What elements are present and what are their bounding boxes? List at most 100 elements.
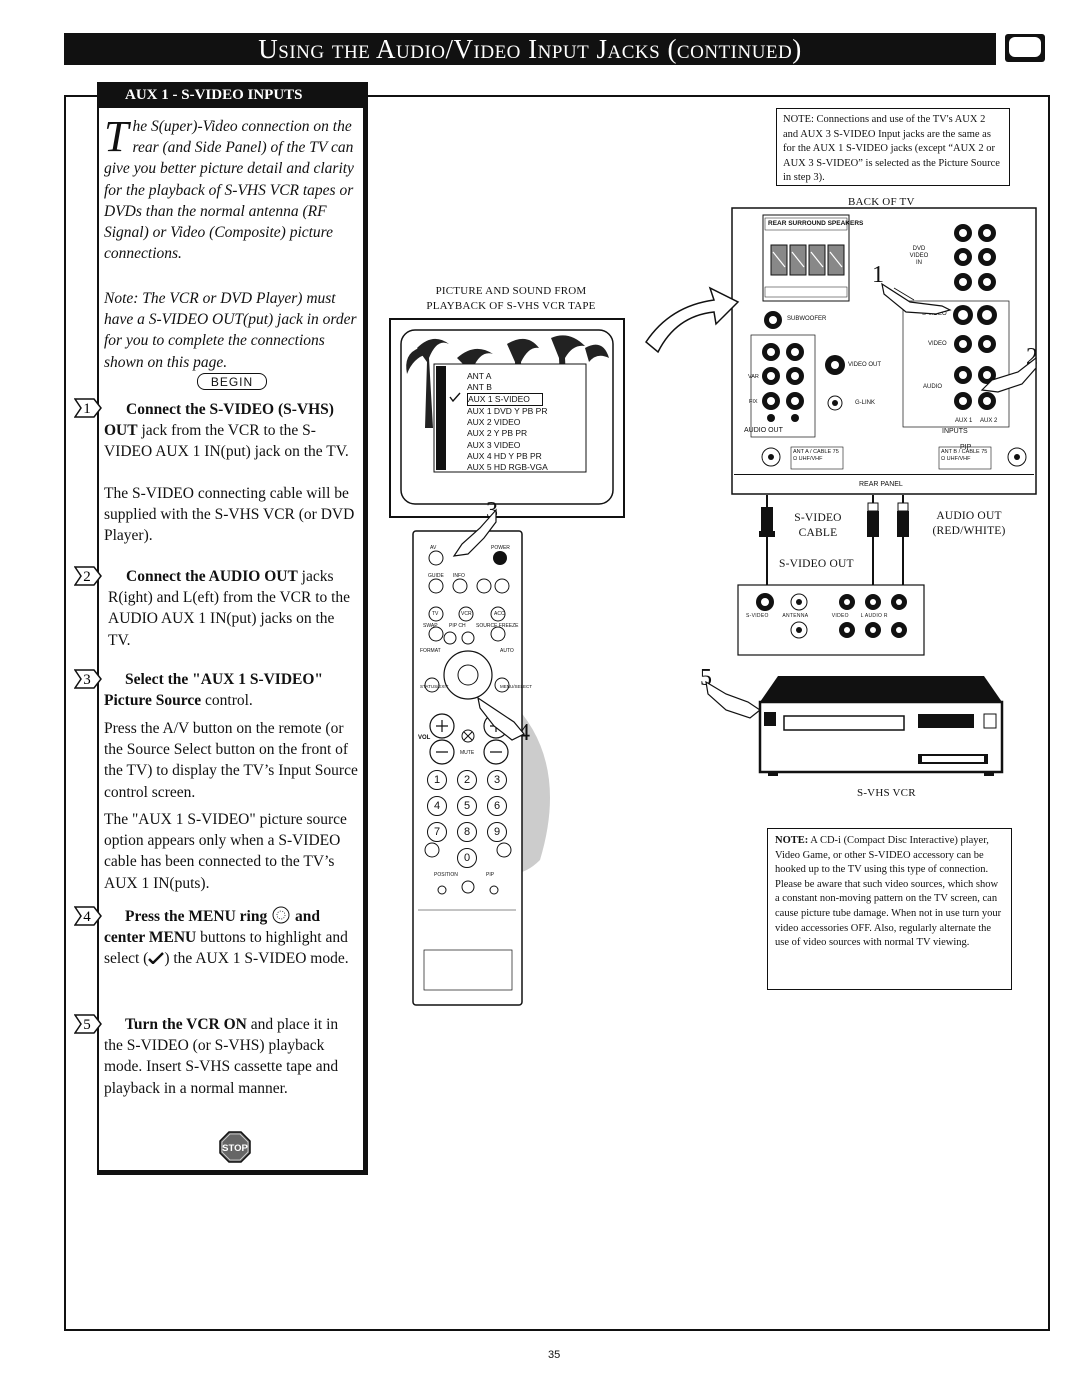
step-2-text: jacks R(ight) and L(eft) from the VCR to… [108,568,351,649]
pip-text: PIP [960,444,972,451]
ant-a-label: ANT A / CABLE 75 Ω UHF/VHF [793,449,843,463]
key-3: 3 [487,770,507,790]
step-4-text: buttons to highlight and select ( [104,929,348,968]
key-8: 8 [457,822,477,842]
callout-1-text: 1 [872,262,884,288]
video-out-text: VIDEO OUT [848,362,882,368]
source-menu-item: AUX 4 HD Y PB PR [467,450,542,461]
vcr-back-panel [737,584,925,656]
remote-vcr-label: VCR [461,611,472,617]
step-5: Turn the VCR ON and place it in the S-VI… [104,1014,360,1099]
var-label: VAR [748,374,759,380]
step-1-number: 1 [83,401,91,417]
page-number: 35 [548,1349,560,1361]
glink-label: G-LINK [855,400,875,406]
remote-guide-label: GUIDE [428,573,444,579]
step-3-text: control. [201,692,253,710]
step-5-bold: Turn the VCR ON [125,1016,247,1033]
instructions-panel [97,82,368,1175]
stop-sign-icon: STOP [219,1131,251,1163]
video-out-label: VIDEO OUT [848,362,881,368]
remote-menu-label: MENU/SELECT [500,684,532,689]
svhs-vcr-caption: S-VHS VCR [857,787,916,799]
step-4-bold2: and center MENU [104,908,320,947]
page-number-text: 35 [548,1349,561,1361]
intro-text: he S(uper)-Video connection on the rear … [104,118,354,263]
glink-text: G-LINK [855,400,876,406]
remote-tv-text: TV [432,611,439,617]
source-menu-item: AUX 1 DVD Y PB PR [467,406,548,417]
remote-status-label: STATUS/EXIT [420,684,448,689]
remote-auto-text: AUTO [500,648,514,654]
remote-control [412,530,523,1006]
note-top-text: NOTE: Connections and use of the TV's AU… [783,114,1000,184]
audio-out-tv-label: AUDIO OUT [744,427,783,434]
content-frame [64,95,1050,1331]
pointing-hand-icon [477,696,525,741]
remote-position-label: POSITION [434,872,458,878]
step-4-arrow-icon: 4 [74,906,102,926]
remote-auto-label: AUTO [500,648,514,654]
video-jack-text: VIDEO [928,341,947,347]
page-title: Using the Audio/Video Input Jacks (conti… [64,33,996,65]
step-3-extra: Press the A/V button on the remote (or t… [104,718,360,803]
remote-info-text: INFO [453,573,465,579]
rear-panel-label: REAR PANEL [859,481,903,488]
svideo-cable-label: S-VIDEO CABLE [788,511,848,541]
remote-mute-text: MUTE [460,750,475,756]
begin-badge: BEGIN [197,373,267,390]
note-bottom: NOTE: A CD-i (Compact Disc Interactive) … [767,828,1012,990]
step-1-extra: The S-VIDEO connecting cable will be sup… [104,483,358,547]
key-7: 7 [427,822,447,842]
remote-tv-label: TV [432,611,438,617]
step-2: Connect the AUDIO OUT jacks R(ight) and … [108,566,358,651]
remote-power-label: POWER [491,545,510,551]
ant-a-text: ANT A / CABLE 75 Ω UHF/VHF [793,449,839,462]
svhs-vcr [758,676,1004,776]
back-of-tv-caption: BACK OF TV [848,196,915,208]
step-4-number: 4 [83,909,91,925]
remote-acc-label: ACC [494,611,505,617]
svideo-out-text: S-VIDEO OUT [779,558,854,570]
callout-1: 1 [872,262,884,289]
step-2-bold: Connect the AUDIO OUT [126,568,298,585]
source-menu-item: AUX 2 VIDEO [467,417,521,428]
step-1-text: jack from the VCR to the S-VIDEO AUX 1 I… [104,422,349,461]
step-4: Press the MENU ring and center MENU butt… [104,906,360,970]
remote-av-text: AV [430,545,437,551]
dvd-video-in-text: DVD VIDEO IN [909,246,929,266]
step-3-bold: Select the "AUX 1 S-VIDEO" Picture Sourc… [104,671,324,710]
step-4-text2: ) the AUX 1 S-VIDEO mode. [164,950,349,968]
remote-vol-text: VOL [418,735,431,741]
step-5-number: 5 [83,1017,91,1033]
vcr-jack-labels: S-VIDEO ANTENNA VIDEO L AUDIO R [746,613,888,619]
key-9: 9 [487,822,507,842]
big-arrow-icon [645,286,740,354]
source-menu-item: ANT B [467,382,492,393]
audio-out-cable-text: AUDIO OUT (RED/WHITE) [932,510,1006,537]
vcr-video-label: VIDEO [831,613,849,619]
remote-av-label: AV [430,545,436,551]
step-2-arrow-icon: 2 [74,566,102,586]
tv-back-panel [731,207,1037,495]
aux1-label: AUX 1 [955,418,972,424]
remote-pip-label: PIP [486,872,494,878]
var-text: VAR [748,374,759,380]
remote-mute-label: MUTE [460,750,474,756]
remote-freeze-label: SOURCE FREEZE [476,623,519,629]
aux2-text: AUX 2 [980,418,998,424]
begin-label: BEGIN [210,374,254,389]
key-4: 4 [427,796,447,816]
section-heading-text: AUX 1 - S-VIDEO INPUTS [125,86,303,103]
back-of-tv-text: BACK OF TV [848,196,915,208]
step-5-arrow-icon: 5 [74,1014,102,1034]
fix-text: FIX [749,399,758,405]
checkmark-icon [449,392,461,402]
cables [759,495,909,595]
note-bottom-text: A CD-i (Compact Disc Interactive) player… [775,835,1002,949]
remote-info-label: INFO [453,573,465,579]
remote-status-text: STATUS/EXIT [420,684,449,689]
step-1-arrow-icon: 1 [74,398,102,418]
svhs-vcr-text: S-VHS VCR [857,787,916,799]
